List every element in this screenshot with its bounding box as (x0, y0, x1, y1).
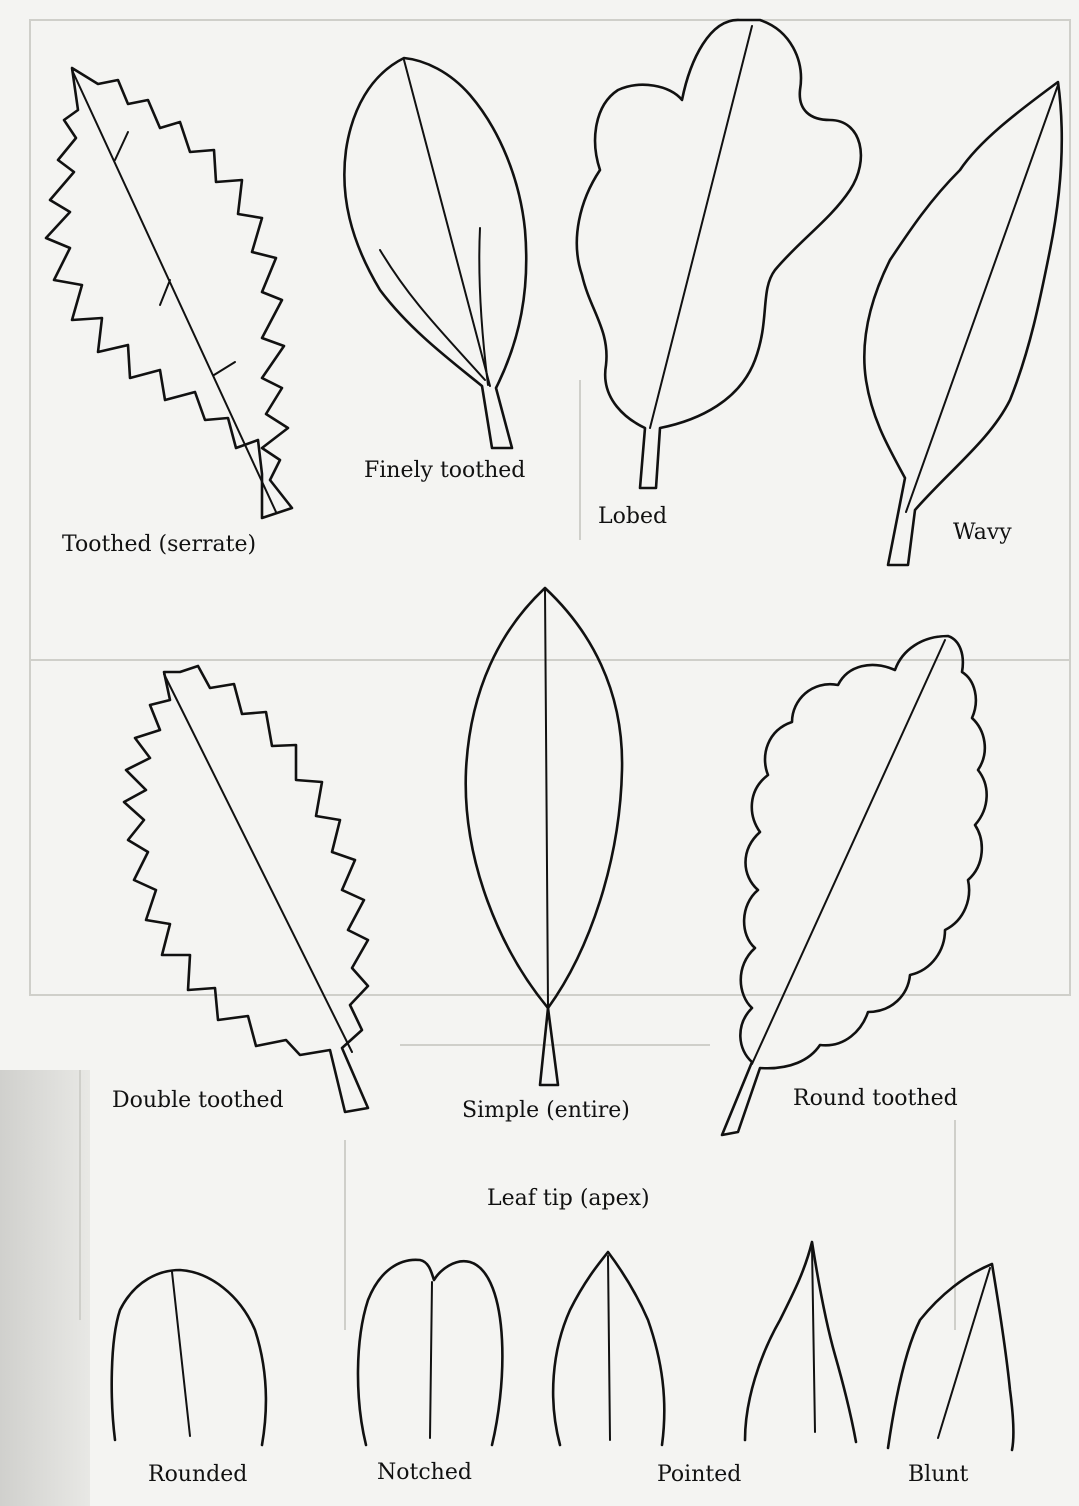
label-blunt: Blunt (908, 1462, 968, 1487)
label-pointed: Pointed (657, 1462, 741, 1487)
label-notched: Notched (377, 1460, 472, 1485)
apex-blunt (888, 1264, 1013, 1450)
label-lobed: Lobed (598, 504, 667, 529)
label-toothed: Toothed (serrate) (62, 532, 256, 557)
apex-rounded (112, 1270, 266, 1445)
apex-narrow (745, 1242, 856, 1442)
apex-pointed (553, 1252, 664, 1445)
finely-toothed-leaf (344, 58, 526, 448)
simple-entire-leaf (466, 588, 622, 1085)
apex-notched (358, 1260, 502, 1445)
label-wavy: Wavy (953, 520, 1012, 545)
wavy-leaf (864, 82, 1061, 565)
label-finely-toothed: Finely toothed (364, 458, 525, 483)
label-double-toothed: Double toothed (112, 1088, 284, 1113)
label-apex-heading: Leaf tip (apex) (487, 1186, 650, 1211)
label-round-toothed: Round toothed (793, 1086, 958, 1111)
show-through-background (30, 20, 1070, 1330)
label-rounded: Rounded (148, 1462, 247, 1487)
lobed-leaf (577, 20, 861, 488)
toothed-leaf (46, 68, 292, 518)
double-toothed-leaf (124, 666, 368, 1112)
label-simple-entire: Simple (entire) (462, 1098, 630, 1123)
round-toothed-leaf (722, 636, 987, 1135)
